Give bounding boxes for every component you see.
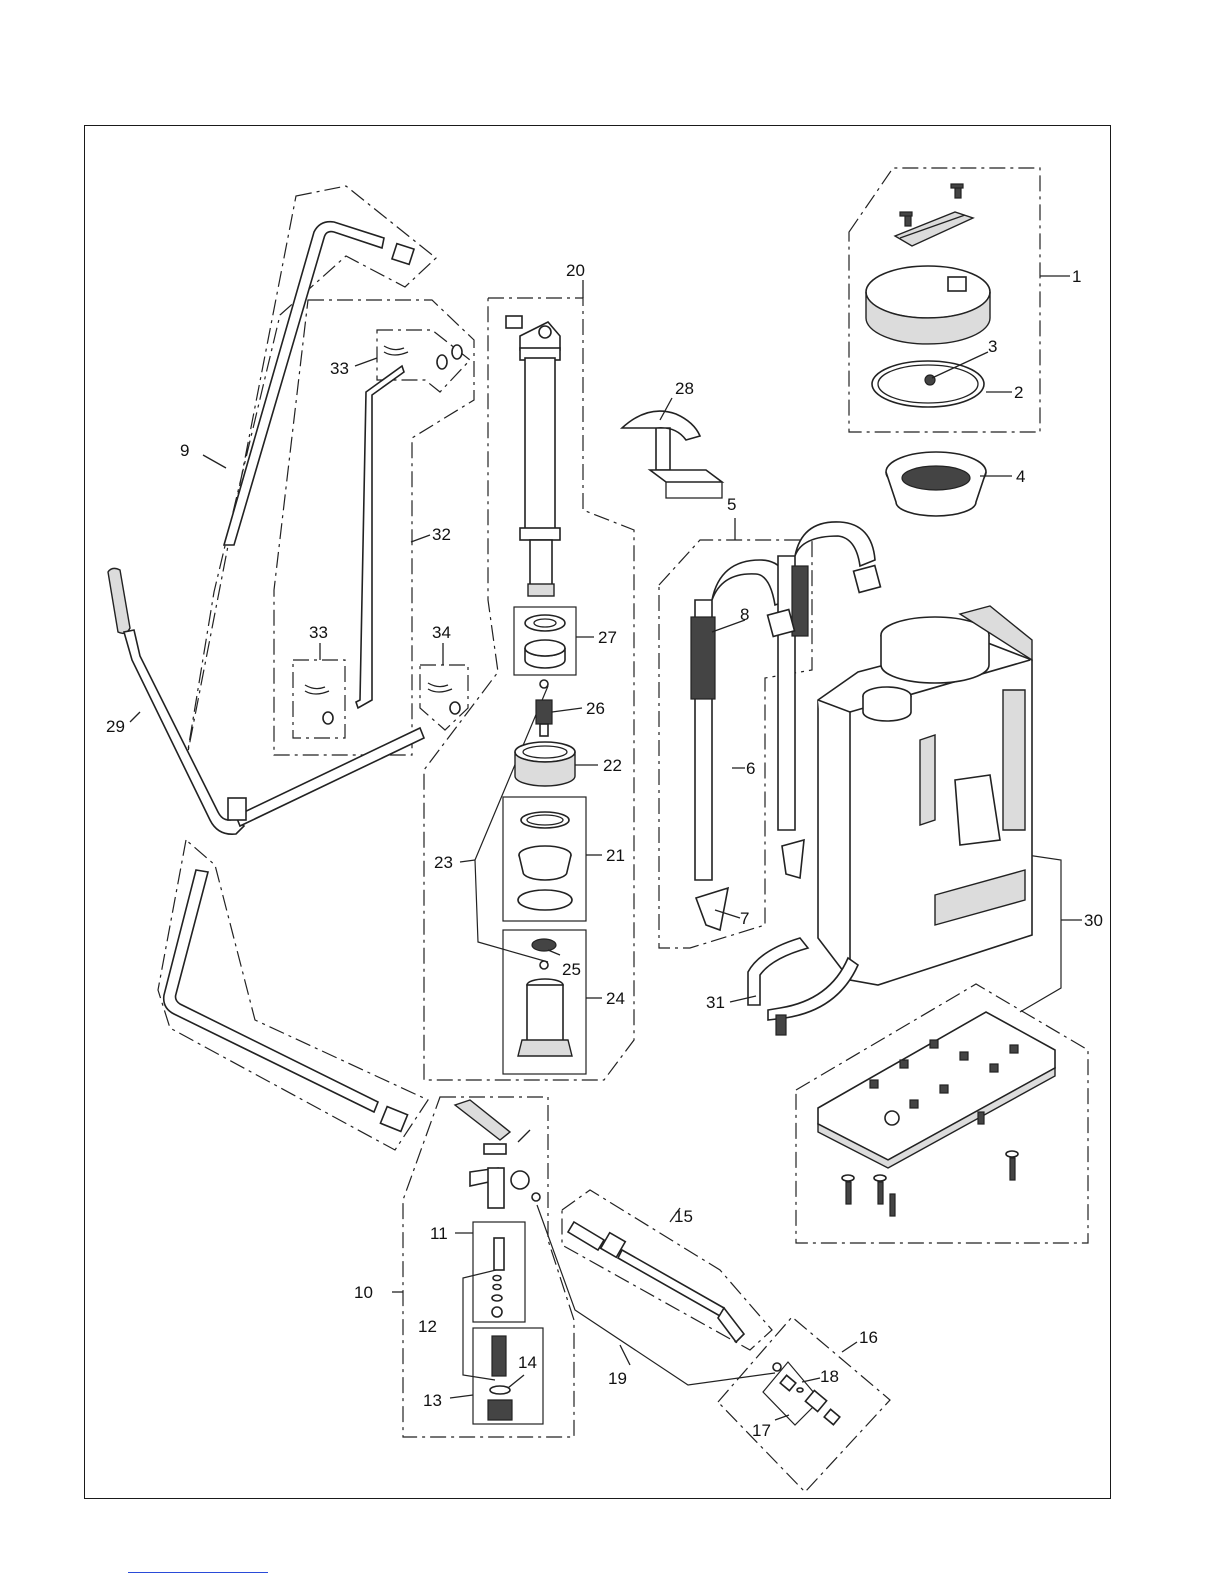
callout-21: 21	[606, 846, 625, 865]
callout-14: 14	[518, 1353, 537, 1372]
callout-24: 24	[606, 989, 625, 1008]
callout-5: 5	[727, 495, 736, 514]
tank-base	[818, 1012, 1055, 1216]
callout-8: 8	[740, 605, 749, 624]
callout-2: 2	[1014, 383, 1023, 402]
spray-lance	[568, 1222, 744, 1342]
callout-9: 9	[180, 441, 189, 460]
callout-6: 6	[746, 759, 755, 778]
chamber-24	[518, 939, 572, 1056]
valve-internals	[488, 1238, 512, 1420]
callout-15: 15	[674, 1207, 693, 1226]
footer-link-underline[interactable]	[128, 1572, 268, 1573]
bracket-28-part	[622, 411, 722, 498]
seals-27	[525, 615, 565, 668]
group-outline-33a	[377, 330, 470, 392]
pump-cylinder	[506, 316, 560, 596]
callout-25: 25	[562, 960, 581, 979]
callout-20: 20	[566, 261, 585, 280]
tank	[818, 606, 1032, 985]
callout-34: 34	[432, 623, 451, 642]
strainer	[886, 452, 986, 516]
callout-4: 4	[1016, 467, 1025, 486]
group-outline-33b	[293, 660, 345, 738]
callout-7: 7	[740, 909, 749, 928]
callout-33b: 33	[309, 623, 328, 642]
nut-22	[515, 742, 575, 786]
callout-27: 27	[598, 628, 617, 647]
valve-26	[536, 680, 552, 736]
callout-13: 13	[423, 1391, 442, 1410]
callout-31: 31	[706, 993, 725, 1012]
callout-10: 10	[354, 1283, 373, 1302]
callout-23: 23	[434, 853, 453, 872]
callout-16: 16	[859, 1328, 878, 1347]
callout-11: 11	[430, 1224, 448, 1243]
callout-26: 26	[586, 699, 605, 718]
callout-30: 30	[1084, 911, 1103, 930]
callout-32: 32	[432, 525, 451, 544]
group-outline-34	[420, 665, 468, 730]
seals-21	[518, 812, 572, 910]
connecting-rod	[356, 366, 404, 708]
callout-3: 3	[988, 337, 997, 356]
callout-19: 19	[608, 1369, 627, 1388]
callout-28: 28	[675, 379, 694, 398]
lance-tube-lower	[164, 870, 408, 1131]
callout-33a: 33	[330, 359, 349, 378]
callout-12: 12	[418, 1317, 437, 1336]
valve-handle	[455, 1100, 540, 1208]
callout-18: 18	[820, 1367, 839, 1386]
callout-1: 1	[1072, 267, 1081, 286]
bracket-12	[463, 1270, 496, 1380]
pump-handle	[108, 568, 424, 834]
group-outline-15	[562, 1190, 772, 1350]
callout-29: 29	[106, 717, 125, 736]
callout-22: 22	[603, 756, 622, 775]
callout-17: 17	[752, 1421, 771, 1440]
lid-assembly	[866, 184, 990, 407]
